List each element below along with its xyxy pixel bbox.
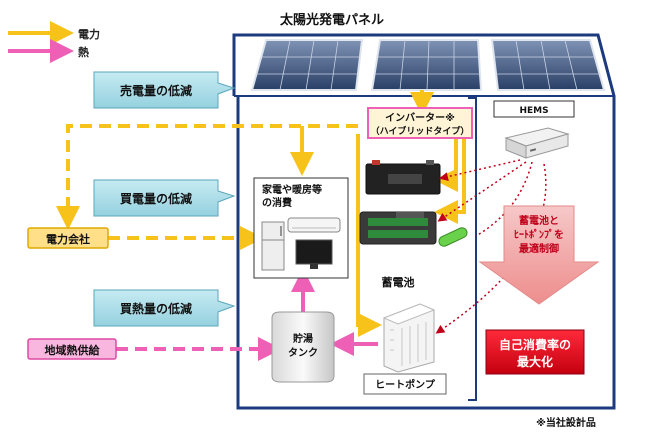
legend-heat-label: 熱 bbox=[78, 45, 89, 59]
solar-panels bbox=[250, 39, 606, 91]
solar-panel bbox=[250, 39, 364, 91]
inverter: インバーター※ （ハイブリッドタイプ） bbox=[367, 107, 473, 139]
power-company: 電力会社 bbox=[27, 227, 109, 249]
control-line1: 蓄電池と bbox=[519, 214, 559, 227]
lead-battery-icon bbox=[365, 160, 441, 195]
power-arrow-to-heatpump bbox=[356, 134, 382, 337]
power-company-label: 電力会社 bbox=[46, 232, 90, 246]
tank-line2: タンク bbox=[288, 347, 318, 359]
control-arrows bbox=[435, 159, 547, 334]
power-flows bbox=[56, 90, 466, 337]
consumption-box: 家電や暖房等 の消費 bbox=[253, 177, 349, 279]
inverter-line2: （ハイブリッドタイプ） bbox=[371, 125, 470, 137]
solar-panel bbox=[490, 39, 606, 91]
hot-water-tank: 貯湯 タンク bbox=[271, 311, 335, 383]
district-heat-label: 地域熱供給 bbox=[45, 343, 101, 357]
optimal-control-arrow: 蓄電池と ﾋｰﾄﾎﾟﾝﾌﾟを 最適制御 bbox=[478, 205, 600, 305]
callout-heat-buy: 買熱量の低減 bbox=[93, 289, 236, 327]
battery-pack-icon bbox=[359, 211, 437, 245]
consumption-line2: の消費 bbox=[262, 196, 292, 209]
power-arrow-to-battery-bottom bbox=[434, 138, 466, 224]
solar-panel bbox=[370, 39, 483, 91]
inverter-line1: インバーター※ bbox=[385, 112, 455, 124]
callout-buy-text: 買電量の低減 bbox=[120, 191, 192, 206]
control-arrow-to-lead-battery bbox=[439, 159, 521, 182]
control-arrow-to-heatpump bbox=[435, 163, 547, 334]
footnote: ※当社設計品 bbox=[536, 416, 596, 429]
control-arrow-to-inverter bbox=[475, 161, 533, 237]
page-title: 太陽光発電パネル bbox=[279, 12, 384, 28]
result-box: 自己消費率の 最大化 bbox=[485, 329, 585, 375]
legend: 電力 熱 bbox=[8, 21, 100, 63]
callout-heat-buy-text: 買熱量の低減 bbox=[120, 301, 192, 316]
callout-buy: 買電量の低減 bbox=[93, 179, 236, 217]
control-line2: ﾋｰﾄﾎﾟﾝﾌﾟを bbox=[514, 228, 564, 241]
result-line2: 最大化 bbox=[517, 354, 553, 369]
control-line3: 最適制御 bbox=[519, 242, 559, 255]
control-arrow-to-battery-pack bbox=[437, 161, 527, 222]
hems-device-icon bbox=[504, 127, 570, 159]
heat-flows bbox=[116, 268, 378, 361]
result-line1: 自己消費率の bbox=[499, 337, 571, 352]
tank-line1: 貯湯 bbox=[293, 332, 313, 345]
cell-battery-icon bbox=[438, 227, 468, 247]
callout-sell: 売電量の低減 bbox=[93, 71, 236, 109]
legend-power-label: 電力 bbox=[78, 27, 100, 41]
refrigerator-icon bbox=[261, 221, 285, 271]
heat-pump: ヒートポンプ bbox=[363, 303, 447, 395]
callout-sell-text: 売電量の低減 bbox=[120, 83, 192, 98]
power-arrow-to-battery-top bbox=[434, 138, 458, 192]
heat-pump-unit-icon bbox=[382, 303, 436, 373]
hems-label: HEMS bbox=[519, 106, 548, 116]
district-heat: 地域熱供給 bbox=[27, 338, 117, 360]
television-icon bbox=[295, 239, 333, 269]
battery-label: 蓄電池 bbox=[382, 275, 415, 289]
hems-bracket bbox=[468, 97, 477, 401]
heatpump-label: ヒートポンプ bbox=[375, 378, 436, 391]
battery: 蓄電池 bbox=[359, 160, 468, 289]
hems: HEMS bbox=[493, 100, 575, 159]
power-arrow-sell bbox=[56, 124, 358, 230]
consumption-line1: 家電や暖房等 bbox=[262, 183, 322, 196]
air-conditioner-icon bbox=[287, 217, 341, 233]
